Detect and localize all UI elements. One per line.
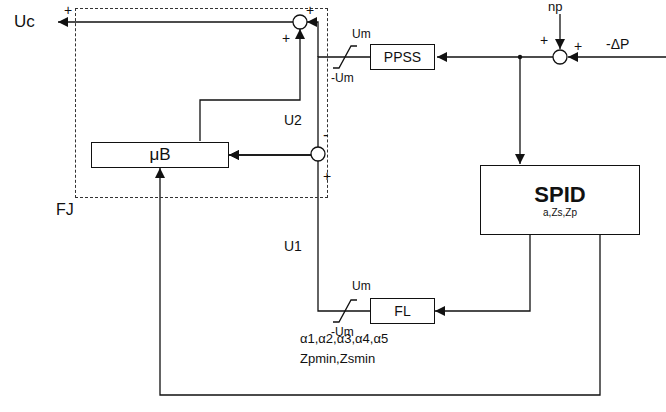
saturation-symbol xyxy=(333,300,357,322)
input-wire xyxy=(559,14,560,49)
parameter-label: Zpmin,Zsmin xyxy=(300,352,375,367)
signal-name: Uc xyxy=(14,12,35,32)
process-box: FL xyxy=(370,298,435,324)
signal-connector xyxy=(435,235,530,311)
sign-mark: + xyxy=(306,2,314,18)
sign-mark: + xyxy=(282,30,290,46)
gain-box: μB xyxy=(91,142,229,168)
summing-junction xyxy=(311,147,325,161)
input-wire xyxy=(568,56,666,57)
input-wire xyxy=(437,56,553,57)
node-title: SPID xyxy=(534,182,585,207)
limit-label: Um xyxy=(352,280,371,294)
controller-box: SPIDa,Zs,Zp xyxy=(480,165,640,235)
signal-name: U2 xyxy=(284,112,302,128)
saturation-symbol xyxy=(333,46,357,68)
output-wire xyxy=(58,21,293,22)
limit-label: Um xyxy=(352,28,371,42)
signal-connector xyxy=(229,155,370,311)
parameter-label: α1,α2,α3,α4,α5 xyxy=(300,332,388,347)
feed-wire xyxy=(307,22,318,57)
signal-name: -ΔP xyxy=(606,36,629,52)
signal-name: np xyxy=(548,0,562,15)
summing-junction xyxy=(553,50,567,64)
sign-mark: + xyxy=(64,2,72,18)
sign-mark: + xyxy=(540,32,548,48)
sign-mark: + xyxy=(574,38,582,54)
node-title: μB xyxy=(149,145,170,165)
node-title: PPSS xyxy=(384,49,421,65)
input-wire xyxy=(519,57,520,164)
node-parameters: a,Zs,Zp xyxy=(543,207,577,219)
sign-mark: - xyxy=(323,126,328,144)
node-title: FL xyxy=(394,303,410,319)
limit-label: -Um xyxy=(331,72,354,86)
sign-mark: + xyxy=(323,168,331,184)
junction-dot xyxy=(518,55,522,59)
process-box: PPSS xyxy=(370,44,435,70)
summing-junction xyxy=(293,15,307,29)
node-title: FJ xyxy=(56,201,74,219)
signal-name: U1 xyxy=(284,238,302,254)
